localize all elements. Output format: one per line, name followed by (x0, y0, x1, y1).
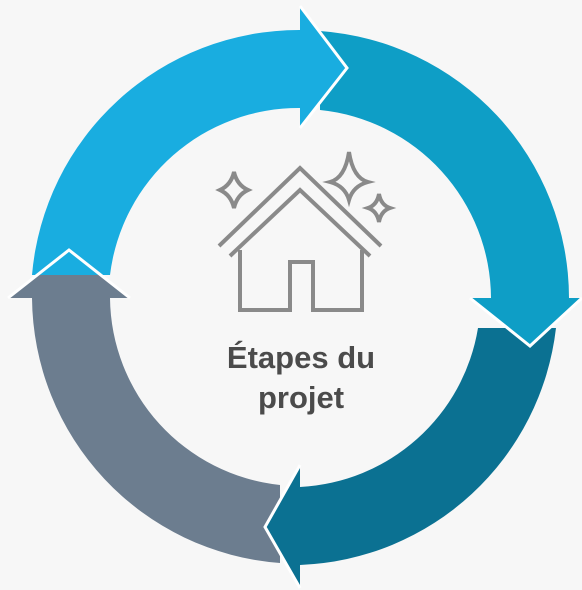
left-arrow (8, 250, 280, 563)
top-left-arrow (32, 6, 347, 275)
center-title-line1: Étapes du (226, 340, 376, 375)
bottom-arrow (265, 328, 556, 588)
center-title-line2: projet (257, 380, 345, 415)
arrow-separators (7, 5, 582, 589)
right-arrow (320, 31, 582, 346)
center-title: Étapes du projet (191, 338, 411, 418)
house-sparkle-icon (215, 151, 397, 312)
